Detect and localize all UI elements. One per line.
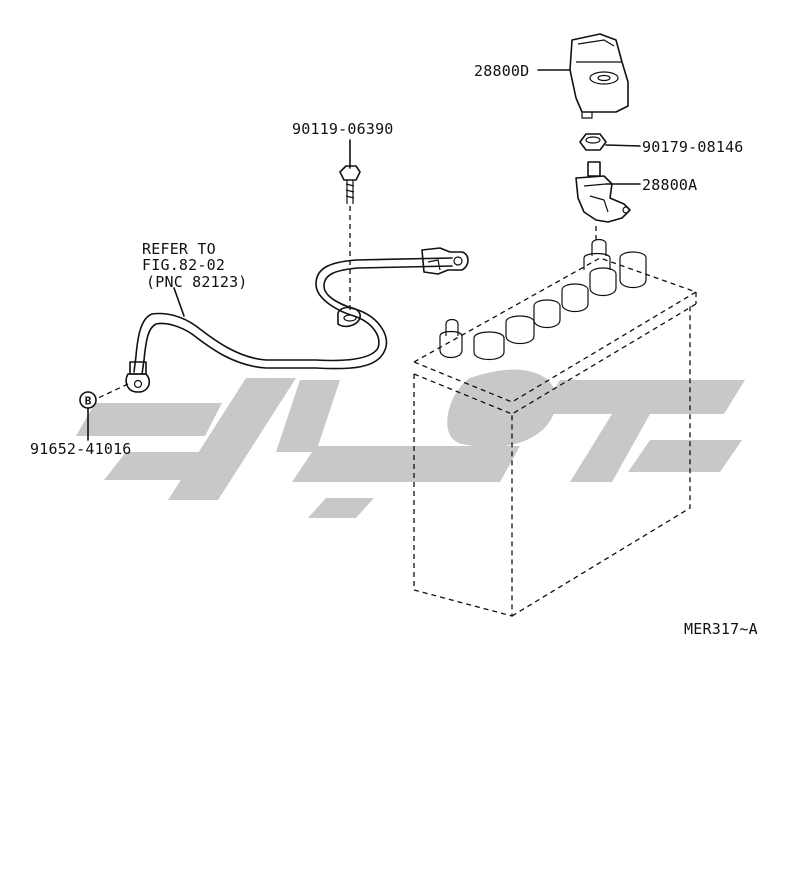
bolt-91652 (79, 383, 129, 441)
battery (412, 226, 698, 617)
battery-cable (125, 247, 469, 393)
label-28800d: 28800D (474, 62, 529, 80)
refer-line-2: FIG.82-02 (142, 256, 225, 274)
refer-line-1: REFER TO (142, 240, 216, 258)
nut-90179 (579, 133, 641, 151)
watermark-logo (76, 369, 745, 518)
label-90119: 90119-06390 (292, 120, 394, 138)
label-28800a: 28800A (642, 176, 697, 194)
refer-leader-line (173, 287, 185, 317)
bolt-90119 (339, 139, 361, 312)
marker-b-label: B (85, 395, 92, 408)
refer-line-3: (PNC 82123) (146, 273, 248, 291)
terminal-cover-28800d (537, 33, 629, 119)
label-90179: 90179-08146 (642, 138, 744, 156)
label-91652: 91652-41016 (30, 440, 132, 458)
diagram-code: MER317~A (684, 620, 758, 638)
terminal-clamp-28800a (575, 161, 641, 223)
